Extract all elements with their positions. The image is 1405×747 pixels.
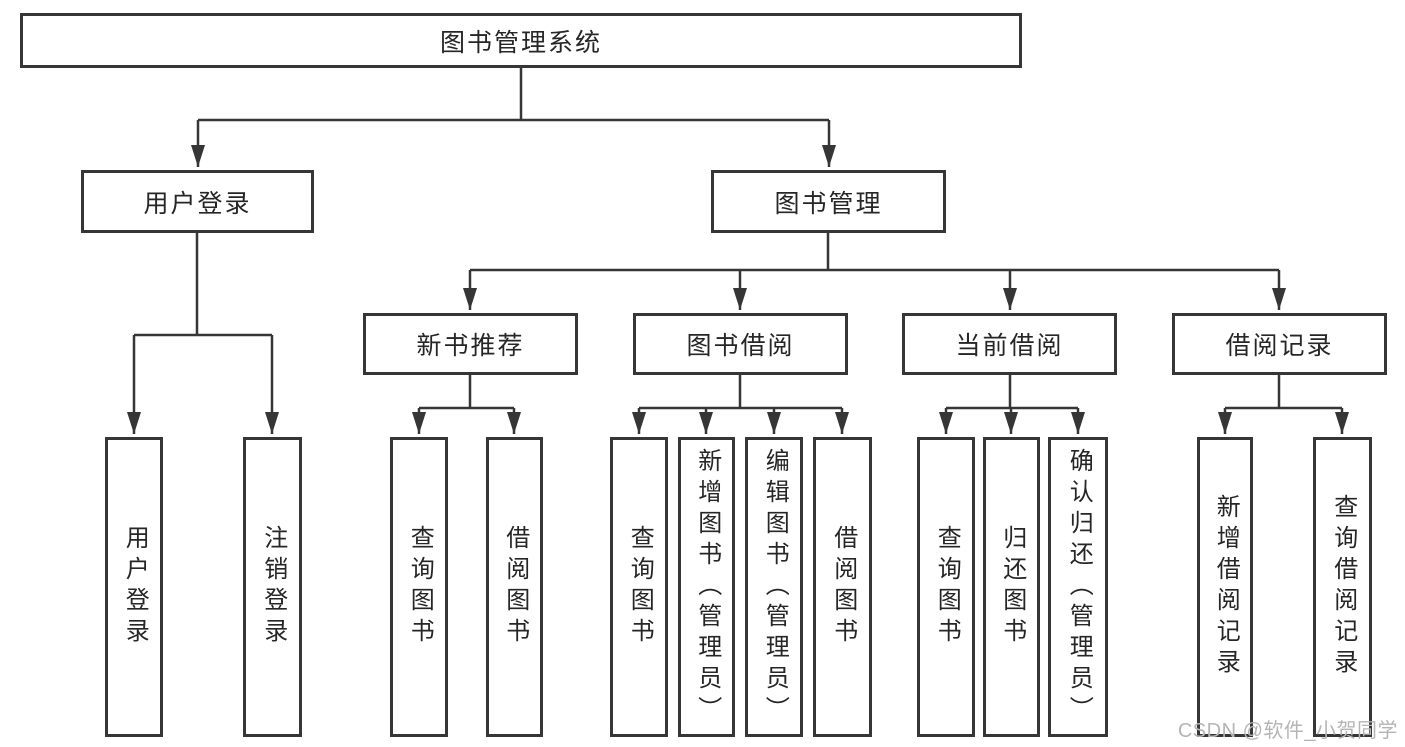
node-current-borrowing: 当前借阅 bbox=[902, 313, 1117, 375]
node-leaf-edit-book-admin: 编辑图书（管理员） bbox=[745, 437, 803, 737]
node-borrowing-records: 借阅记录 bbox=[1172, 313, 1387, 375]
node-book-borrowing: 图书借阅 bbox=[633, 313, 848, 375]
node-leaf-borrow-books-2: 借阅图书 bbox=[813, 437, 872, 737]
node-leaf-confirm-return-admin: 确认归还（管理员） bbox=[1048, 437, 1108, 737]
node-book-management-branch: 图书管理 bbox=[711, 170, 946, 233]
node-leaf-return-books: 归还图书 bbox=[983, 437, 1040, 737]
node-leaf-query-books-1: 查询图书 bbox=[390, 437, 448, 737]
node-leaf-query-borrow-record: 查询借阅记录 bbox=[1313, 437, 1372, 737]
node-leaf-query-books-3: 查询图书 bbox=[917, 437, 975, 737]
node-library-management-system: 图书管理系统 bbox=[20, 13, 1022, 68]
node-leaf-query-books-2: 查询图书 bbox=[610, 437, 668, 737]
node-leaf-add-book-admin: 新增图书（管理员） bbox=[678, 437, 735, 737]
node-user-login-branch: 用户登录 bbox=[81, 170, 314, 233]
csdn-watermark: CSDN @软件_小贺同学 bbox=[1177, 720, 1398, 742]
node-leaf-logout: 注销登录 bbox=[243, 437, 302, 737]
node-leaf-borrow-books-1: 借阅图书 bbox=[486, 437, 543, 737]
node-new-book-recommendation: 新书推荐 bbox=[363, 313, 578, 375]
node-leaf-user-login: 用户登录 bbox=[105, 437, 163, 737]
node-leaf-add-borrow-record: 新增借阅记录 bbox=[1197, 437, 1253, 737]
